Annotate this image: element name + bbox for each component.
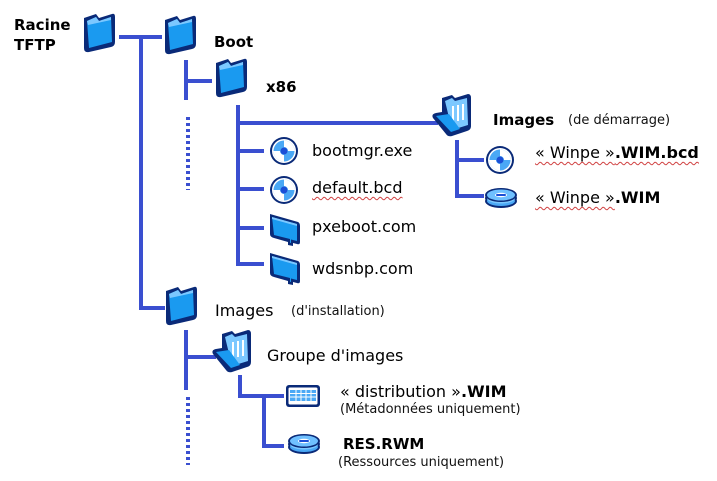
- install-images-note: (d'installation): [291, 304, 385, 319]
- bootmgr-label: bootmgr.exe: [312, 141, 413, 160]
- root-label: Racine TFTP: [14, 18, 71, 53]
- distribution-wim-suffix: .WIM: [460, 382, 507, 401]
- wdsnbp-card-icon[interactable]: [270, 253, 300, 285]
- winpe-wim-prefix: « Winpe »: [535, 188, 615, 207]
- root-label-line2: TFTP: [14, 36, 56, 54]
- boot-images-label: Images: [493, 111, 555, 129]
- winpe-bcd-label: « Winpe ».WIM.bcd: [535, 145, 699, 161]
- boot-label: Boot: [214, 33, 254, 51]
- res-rwm-label: RES.RWM: [343, 435, 425, 453]
- bootmgr-disc-icon[interactable]: [270, 137, 298, 165]
- boot-images-open-folder-icon[interactable]: [432, 94, 471, 137]
- root-label-line1: Racine: [14, 16, 71, 34]
- boot-folder-icon[interactable]: [165, 15, 196, 55]
- default-bcd-label: default.bcd: [312, 178, 403, 197]
- distribution-wim-label: « distribution ».WIM: [340, 384, 507, 400]
- boot-images-note: (de démarrage): [568, 113, 671, 128]
- winpe-wim-suffix: .WIM: [614, 188, 661, 207]
- install-images-label: Images: [215, 301, 274, 320]
- connector-group-trunk: [238, 375, 284, 398]
- distribution-wim-prefix: « distribution »: [340, 382, 461, 401]
- x86-label: x86: [266, 78, 297, 96]
- x86-folder-icon[interactable]: [216, 58, 247, 98]
- image-group-label: Groupe d'images: [267, 346, 404, 365]
- connector-res-rwm: [262, 396, 284, 448]
- root-folder-icon[interactable]: [84, 13, 115, 53]
- winpe-bcd-suffix: .WIM.bcd: [614, 143, 699, 162]
- res-rwm-note: (Ressources uniquement): [338, 455, 505, 470]
- winpe-wim-disk-stack-icon[interactable]: [485, 188, 517, 208]
- res-rwm-disk-stack-icon[interactable]: [288, 434, 320, 454]
- pxeboot-card-icon[interactable]: [270, 214, 300, 246]
- winpe-bcd-prefix: « Winpe »: [535, 143, 615, 162]
- distribution-wim-grid-file-icon[interactable]: [285, 384, 321, 408]
- default-bcd-disc-icon[interactable]: [270, 176, 298, 204]
- tree-connectors: [119, 35, 484, 448]
- distribution-wim-note: (Métadonnées uniquement): [340, 402, 521, 417]
- install-images-folder-icon[interactable]: [166, 286, 197, 326]
- winpe-bcd-disc-icon[interactable]: [486, 146, 514, 174]
- image-group-open-folder-icon[interactable]: [212, 330, 251, 373]
- pxeboot-label: pxeboot.com: [312, 217, 417, 236]
- wdsnbp-label: wdsnbp.com: [312, 259, 414, 278]
- winpe-wim-label: « Winpe ».WIM: [535, 190, 660, 206]
